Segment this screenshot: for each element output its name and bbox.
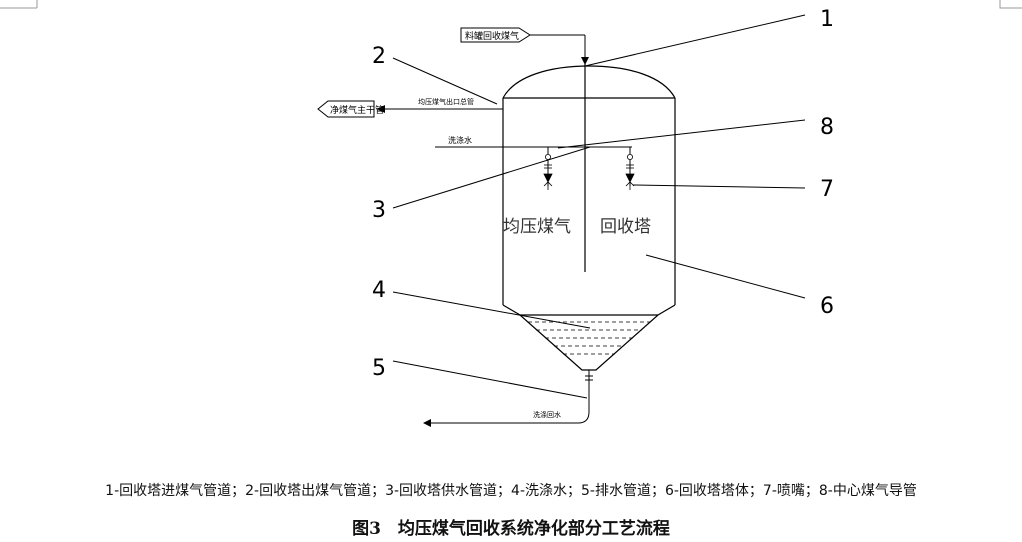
supply-label: 洗涤水 — [448, 135, 472, 145]
callout-6: 6 — [820, 294, 834, 319]
callout-2: 2 — [372, 44, 386, 69]
callout-7: 7 — [820, 177, 834, 202]
outlet-tag-box — [317, 100, 375, 118]
outlet-tag-text: 净煤气主干管 — [330, 104, 384, 116]
drain-pipe — [423, 370, 593, 427]
outlet-gas-pipe: 均压煤气出口总管 净煤气主干管 — [317, 97, 503, 118]
leader-lines — [392, 14, 806, 399]
callout-1: 1 — [820, 7, 834, 32]
tower-dome — [502, 65, 676, 99]
wash-water — [528, 321, 650, 355]
tower-text-left: 均压煤气 — [503, 217, 571, 237]
tower-text-right: 回收塔 — [600, 217, 651, 237]
outlet-pipe-label: 均压煤气出口总管 — [418, 97, 474, 106]
legend-text: 1-回收塔进煤气管道；2-回收塔出煤气管道；3-回收塔供水管道；4-洗涤水；5-… — [105, 483, 917, 499]
callout-4: 4 — [372, 278, 386, 303]
nozzle-right — [625, 153, 635, 190]
inlet-tag-text: 料罐回收煤气 — [465, 30, 519, 42]
inlet-gas-pipe: 料罐回收煤气 — [460, 27, 589, 65]
callout-3: 3 — [372, 198, 386, 223]
figure-title: 图3 均压煤气回收系统净化部分工艺流程 — [352, 519, 670, 539]
drain-label: 洗涤回水 — [533, 410, 561, 419]
callout-8: 8 — [820, 115, 834, 140]
nozzle-left — [543, 153, 553, 190]
inlet-tag-box — [460, 27, 531, 43]
callout-5: 5 — [372, 356, 386, 381]
process-flow-diagram: 料罐回收煤气 均压煤气出口总管 净煤气主干管 洗涤水 均压煤气 回收塔 — [0, 0, 1022, 427]
